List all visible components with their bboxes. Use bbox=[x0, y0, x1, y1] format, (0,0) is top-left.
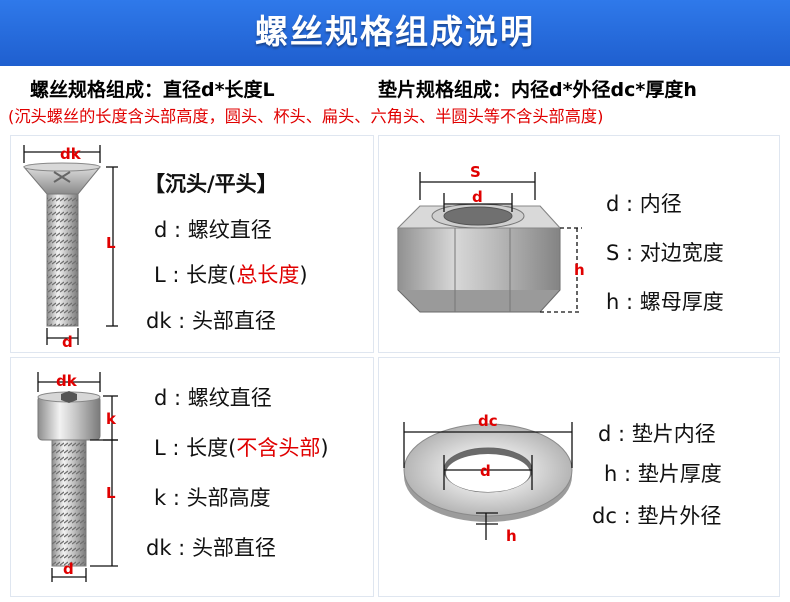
cap-screw-image bbox=[37, 391, 101, 567]
dim-h-washer: h bbox=[506, 527, 517, 545]
dim-h-nut: h bbox=[574, 261, 585, 279]
hex-nut-image bbox=[396, 203, 562, 313]
dim-d-washer: d bbox=[480, 462, 491, 480]
dim-d-cap: d bbox=[63, 560, 74, 578]
dim-dc-washer: dc bbox=[478, 412, 498, 430]
countersunk-dimension-lines bbox=[23, 145, 118, 345]
countersunk-heading: 【沉头/平头】 bbox=[144, 172, 278, 196]
cap-label-k: k : 头部高度 bbox=[154, 486, 271, 510]
dim-L-countersunk: L bbox=[106, 234, 116, 252]
washer-image bbox=[403, 423, 573, 522]
dim-S-nut: S bbox=[470, 163, 481, 181]
cap-label-dk: dk : 头部直径 bbox=[146, 536, 276, 560]
title-banner bbox=[0, 0, 790, 66]
cap-label-L: L : 长度(不含头部) bbox=[154, 436, 329, 460]
dim-d-countersunk: d bbox=[62, 333, 73, 351]
washer-label-d: d : 垫片内径 bbox=[598, 422, 716, 446]
dim-L-cap: L bbox=[106, 484, 116, 502]
countersunk-label-L: L : 长度(总长度) bbox=[154, 263, 308, 287]
cap-screw-dimension-lines bbox=[37, 372, 118, 582]
screw-spec-text: 螺丝规格组成：直径d*长度L bbox=[30, 79, 275, 101]
nut-label-d: d : 内径 bbox=[606, 192, 682, 216]
washer-label-h: h : 垫片厚度 bbox=[604, 462, 722, 486]
dim-k-cap: k bbox=[106, 410, 116, 428]
dim-d-nut: d bbox=[472, 188, 483, 206]
washer-dimension-lines bbox=[403, 422, 573, 540]
page-title: 螺丝规格组成说明 bbox=[255, 12, 535, 51]
dim-dk-cap: dk bbox=[56, 372, 77, 390]
nut-label-h: h : 螺母厚度 bbox=[606, 290, 724, 314]
countersunk-label-d: d : 螺纹直径 bbox=[154, 218, 272, 242]
nut-label-S: S : 对边宽度 bbox=[606, 241, 724, 265]
dim-dk-countersunk: dk bbox=[60, 145, 81, 163]
nut-dimension-lines bbox=[419, 172, 536, 212]
cap-label-d: d : 螺纹直径 bbox=[154, 386, 272, 410]
washer-spec-text: 垫片规格组成：内径d*外径dc*厚度h bbox=[378, 79, 697, 101]
countersunk-screw-image bbox=[22, 162, 102, 327]
nut-height-lines bbox=[540, 227, 582, 313]
countersunk-label-dk: dk : 头部直径 bbox=[146, 309, 276, 333]
length-note: (沉头螺丝的长度含头部高度，圆头、杯头、扁头、六角头、半圆头等不含头部高度) bbox=[8, 107, 604, 126]
washer-label-dc: dc : 垫片外径 bbox=[592, 504, 722, 528]
